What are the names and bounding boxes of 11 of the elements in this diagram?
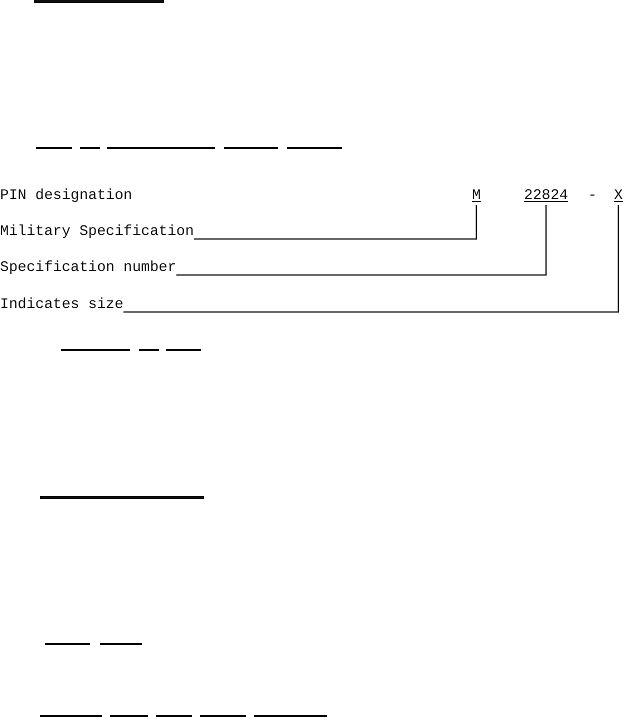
leader-line — [194, 205, 478, 240]
description-label: Military Specification — [0, 224, 194, 241]
code-label: M — [472, 188, 481, 205]
leader-line — [123, 205, 620, 313]
code-label: 22824 — [524, 188, 568, 205]
leader-line — [176, 205, 547, 276]
description-label: Indicates size — [0, 297, 124, 314]
description-label: Specification number — [0, 260, 176, 277]
separator-dash: - — [588, 188, 597, 205]
row-heading: PIN designation — [0, 188, 132, 205]
code-label: X — [614, 188, 623, 205]
